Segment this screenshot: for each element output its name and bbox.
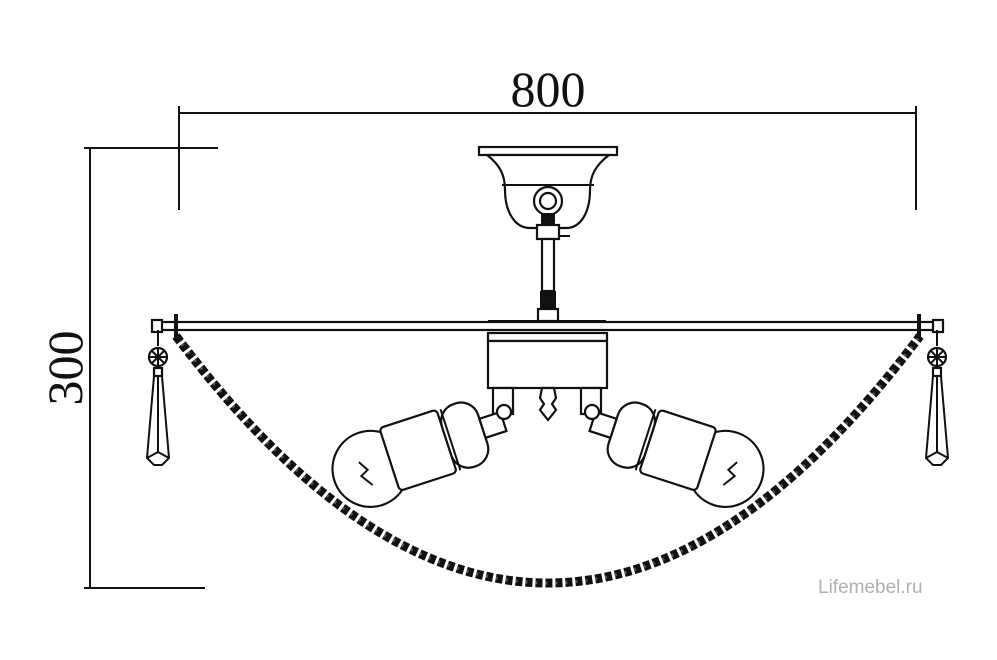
right-crystal-pendant	[924, 330, 950, 466]
height-label: 300	[37, 331, 93, 406]
rod	[536, 237, 560, 323]
left-lamp	[331, 401, 508, 508]
watermark: Lifemebel.ru	[818, 577, 923, 598]
height-dimension: 300	[37, 147, 218, 589]
center-body	[486, 331, 609, 422]
width-label: 800	[511, 61, 586, 117]
horizontal-bar	[150, 314, 945, 338]
left-crystal-pendant	[145, 330, 171, 466]
width-dimension: 800	[178, 61, 917, 210]
ceiling-canopy	[477, 145, 619, 241]
right-lamp	[588, 401, 765, 508]
